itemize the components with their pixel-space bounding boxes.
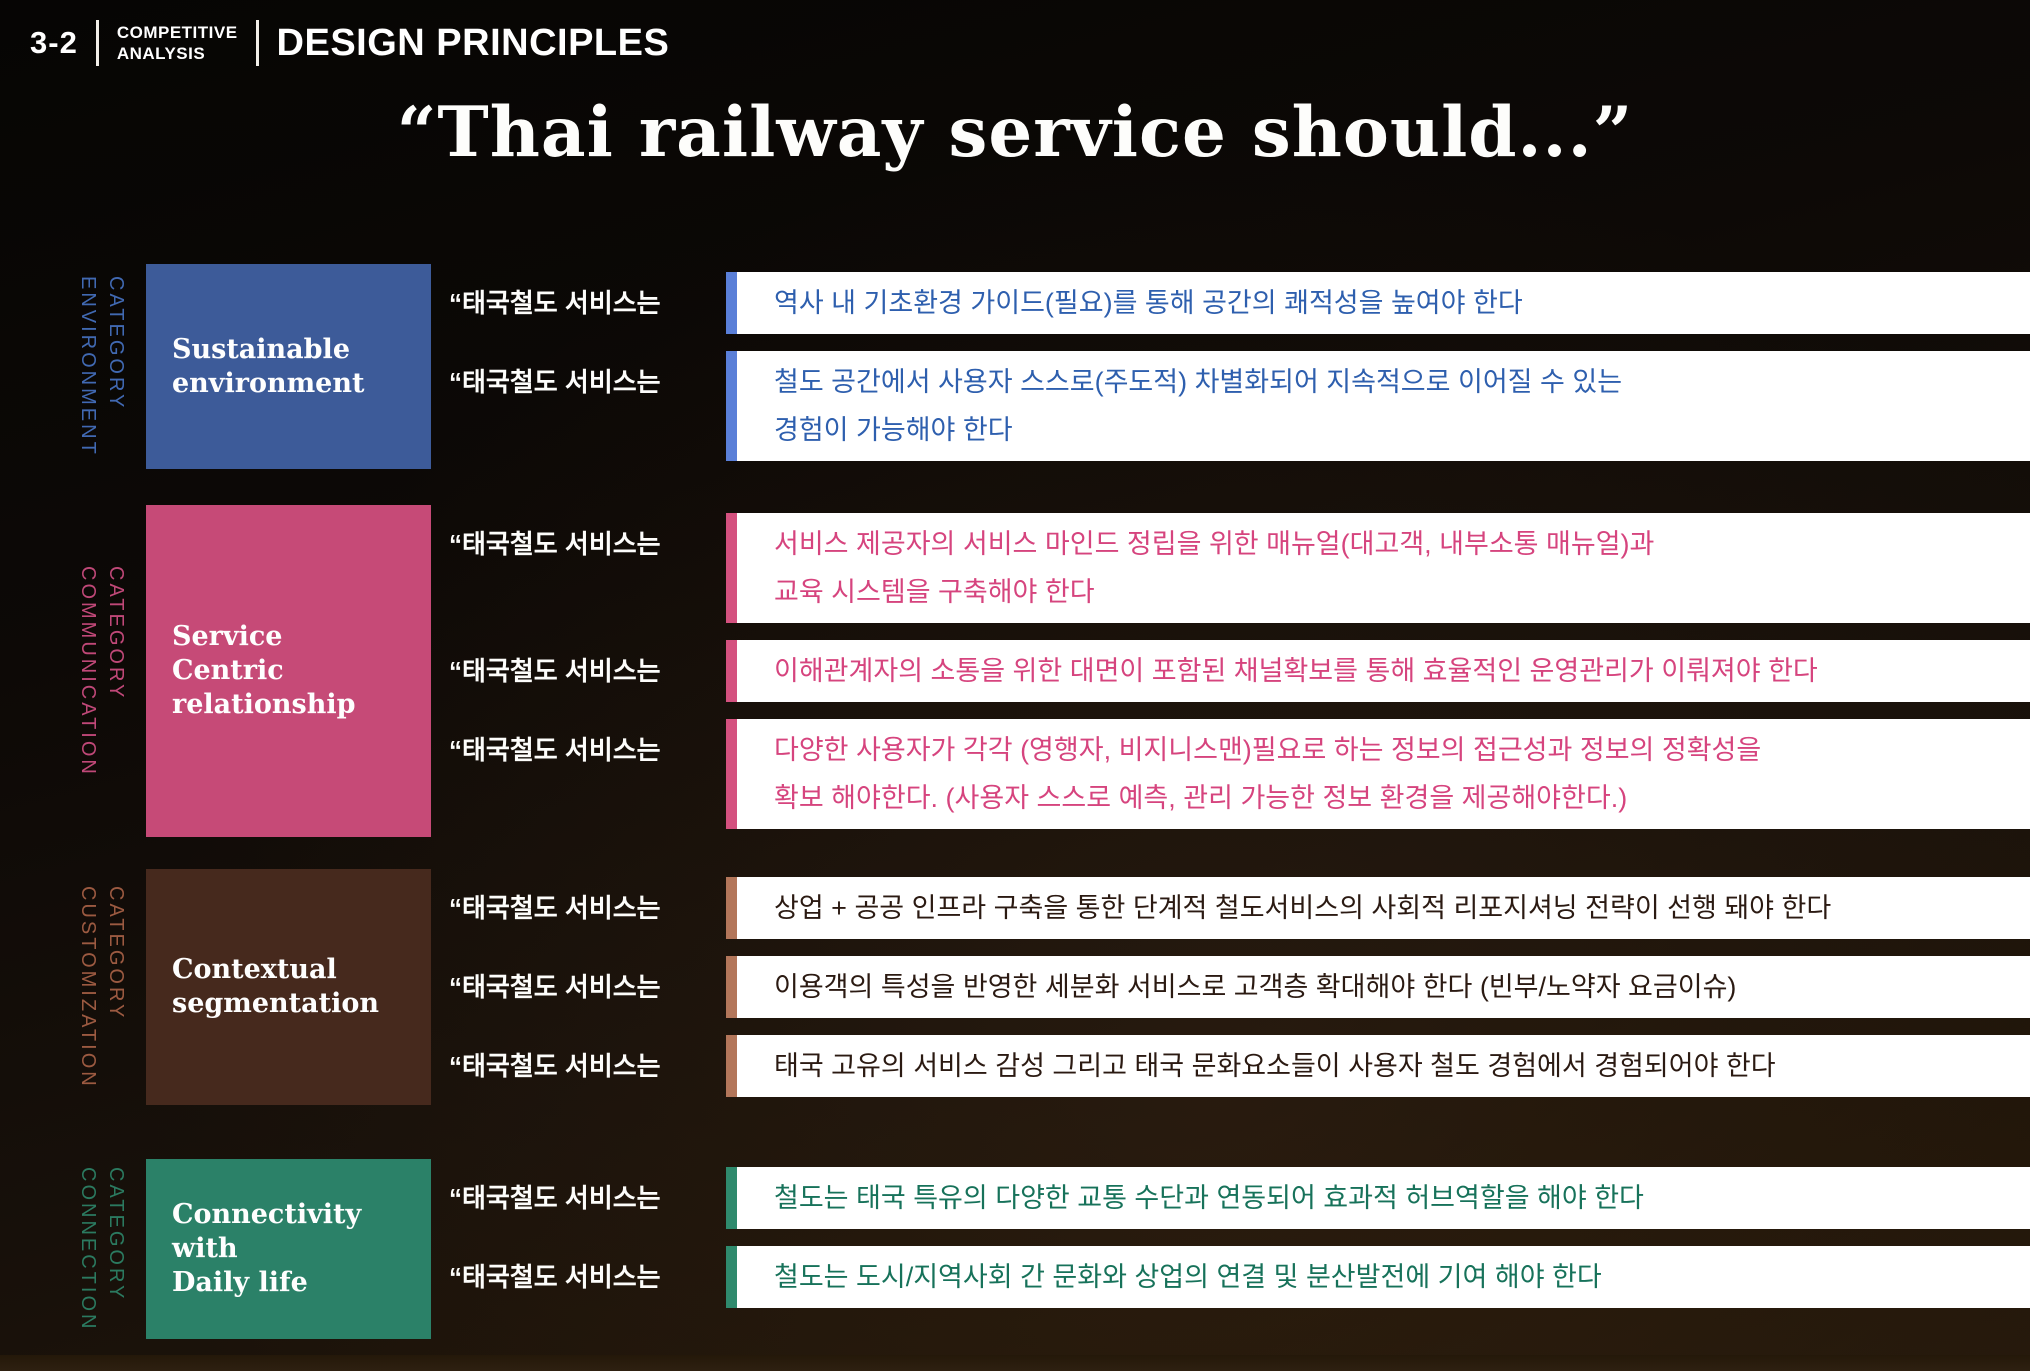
accent-strip bbox=[726, 956, 737, 1018]
header-section-label: COMPETITIVE ANALYSIS bbox=[116, 23, 238, 63]
principle-text: 철도 공간에서 사용자 스스로(주도적) 차별화되어 지속적으로 이어질 수 있… bbox=[774, 367, 1623, 445]
principle-text: 이용객의 특성을 반영한 세분화 서비스로 고객층 확대해야 한다 (빈부/노약… bbox=[774, 972, 1737, 1002]
section-communication: COMMUNICATION CATEGORY Service Centric r… bbox=[0, 505, 2030, 837]
principle-row: “태국철도 서비스는 이해관계자의 소통을 위한 대면이 포함된 채널확보를 통… bbox=[431, 640, 2030, 702]
principle-bar: 이용객의 특성을 반영한 세분화 서비스로 고객층 확대해야 한다 (빈부/노약… bbox=[726, 956, 2030, 1018]
quote-label: “태국철도 서비스는 bbox=[449, 529, 661, 559]
accent-strip bbox=[726, 1246, 737, 1308]
quote-label: “태국철도 서비스는 bbox=[449, 972, 661, 1002]
principle-text: 서비스 제공자의 서비스 마인드 정립을 위한 매뉴얼(대고객, 내부소통 매뉴… bbox=[774, 529, 1655, 607]
principle-row: “태국철도 서비스는 철도 공간에서 사용자 스스로(주도적) 차별화되어 지속… bbox=[431, 351, 2030, 461]
quote-label: “태국철도 서비스는 bbox=[449, 367, 661, 397]
header-divider bbox=[95, 20, 99, 66]
accent-strip bbox=[726, 719, 737, 829]
category-vertical-label-text: ENVIRONMENT CATEGORY bbox=[77, 276, 127, 457]
accent-strip bbox=[726, 351, 737, 461]
bottom-strip bbox=[0, 1355, 2030, 1371]
accent-strip bbox=[726, 640, 737, 702]
principles-list: ENVIRONMENT CATEGORY Sustainable environ… bbox=[0, 264, 2030, 1340]
main-quote-title: “Thai railway service should...” bbox=[396, 92, 1634, 173]
principle-row: “태국철도 서비스는 다양한 사용자가 각각 (영행자, 비지니스맨)필요로 하… bbox=[431, 719, 2030, 829]
category-box-title: Service Centric relationship bbox=[172, 621, 356, 720]
category-vertical-label-text: CUSTOMIZATION CATEGORY bbox=[77, 885, 127, 1089]
principle-text: 다양한 사용자가 각각 (영행자, 비지니스맨)필요로 하는 정보의 접근성과 … bbox=[774, 735, 1762, 813]
quote-label: “태국철도 서비스는 bbox=[449, 893, 661, 923]
header-divider bbox=[255, 20, 259, 66]
principle-bar: 이해관계자의 소통을 위한 대면이 포함된 채널확보를 통해 효율적인 운영관리… bbox=[726, 640, 2030, 702]
principle-text: 철도는 태국 특유의 다양한 교통 수단과 연동되어 효과적 허브역할을 해야 … bbox=[774, 1183, 1644, 1213]
category-vertical-label-text: COMMUNICATION CATEGORY bbox=[77, 565, 127, 777]
principle-row: “태국철도 서비스는 이용객의 특성을 반영한 세분화 서비스로 고객층 확대해… bbox=[431, 956, 2030, 1018]
principle-row: “태국철도 서비스는 태국 고유의 서비스 감성 그리고 태국 문화요소들이 사… bbox=[431, 1035, 2030, 1097]
section-connection: CONNECTION CATEGORY Connectivity with Da… bbox=[0, 1159, 2030, 1340]
page-title: DESIGN PRINCIPLES bbox=[276, 21, 670, 64]
quote-label: “태국철도 서비스는 bbox=[449, 1183, 661, 1213]
slide-index: 3-2 bbox=[30, 25, 78, 60]
principle-bar: 철도 공간에서 사용자 스스로(주도적) 차별화되어 지속적으로 이어질 수 있… bbox=[726, 351, 2030, 461]
principle-bar: 철도는 도시/지역사회 간 문화와 상업의 연결 및 분산발전에 기여 해야 한… bbox=[726, 1246, 2030, 1308]
principle-row: “태국철도 서비스는 상업 + 공공 인프라 구축을 통한 단계적 철도서비스의… bbox=[431, 877, 2030, 939]
principle-row: “태국철도 서비스는 철도는 태국 특유의 다양한 교통 수단과 연동되어 효과… bbox=[431, 1167, 2030, 1229]
section-environment: ENVIRONMENT CATEGORY Sustainable environ… bbox=[0, 264, 2030, 469]
slide-header: 3-2 COMPETITIVE ANALYSIS DESIGN PRINCIPL… bbox=[30, 20, 669, 66]
principle-bar: 상업 + 공공 인프라 구축을 통한 단계적 철도서비스의 사회적 리포지셔닝 … bbox=[726, 877, 2030, 939]
principle-row: “태국철도 서비스는 역사 내 기초환경 가이드(필요)를 통해 공간의 쾌적성… bbox=[431, 272, 2030, 334]
principle-rows: “태국철도 서비스는 철도는 태국 특유의 다양한 교통 수단과 연동되어 효과… bbox=[431, 1167, 2030, 1331]
accent-strip bbox=[726, 1035, 737, 1097]
accent-strip bbox=[726, 513, 737, 623]
category-vertical-label: CUSTOMIZATION CATEGORY bbox=[58, 877, 146, 1097]
category-box-customization: Contextual segmentation bbox=[146, 869, 431, 1105]
principle-bar: 다양한 사용자가 각각 (영행자, 비지니스맨)필요로 하는 정보의 접근성과 … bbox=[726, 719, 2030, 829]
category-box-environment: Sustainable environment bbox=[146, 264, 431, 469]
principle-rows: “태국철도 서비스는 상업 + 공공 인프라 구축을 통한 단계적 철도서비스의… bbox=[431, 877, 2030, 1097]
section-customization: CUSTOMIZATION CATEGORY Contextual segmen… bbox=[0, 869, 2030, 1105]
principle-row: “태국철도 서비스는 철도는 도시/지역사회 간 문화와 상업의 연결 및 분산… bbox=[431, 1246, 2030, 1308]
quote-label: “태국철도 서비스는 bbox=[449, 288, 661, 318]
principle-rows: “태국철도 서비스는 역사 내 기초환경 가이드(필요)를 통해 공간의 쾌적성… bbox=[431, 272, 2030, 461]
principle-text: 철도는 도시/지역사회 간 문화와 상업의 연결 및 분산발전에 기여 해야 한… bbox=[774, 1262, 1602, 1292]
accent-strip bbox=[726, 877, 737, 939]
category-box-title: Contextual segmentation bbox=[172, 954, 379, 1019]
principle-bar: 역사 내 기초환경 가이드(필요)를 통해 공간의 쾌적성을 높여야 한다 bbox=[726, 272, 2030, 334]
principle-bar: 서비스 제공자의 서비스 마인드 정립을 위한 매뉴얼(대고객, 내부소통 매뉴… bbox=[726, 513, 2030, 623]
principle-text: 태국 고유의 서비스 감성 그리고 태국 문화요소들이 사용자 철도 경험에서 … bbox=[774, 1051, 1776, 1081]
category-box-connection: Connectivity with Daily life bbox=[146, 1159, 431, 1340]
category-box-title: Sustainable environment bbox=[172, 333, 365, 399]
category-box-communication: Service Centric relationship bbox=[146, 505, 431, 837]
accent-strip bbox=[726, 272, 737, 334]
quote-label: “태국철도 서비스는 bbox=[449, 1051, 661, 1081]
principle-text: 상업 + 공공 인프라 구축을 통한 단계적 철도서비스의 사회적 리포지셔닝 … bbox=[774, 893, 1832, 923]
quote-label: “태국철도 서비스는 bbox=[449, 656, 661, 686]
principle-bar: 철도는 태국 특유의 다양한 교통 수단과 연동되어 효과적 허브역할을 해야 … bbox=[726, 1167, 2030, 1229]
principle-row: “태국철도 서비스는 서비스 제공자의 서비스 마인드 정립을 위한 매뉴얼(대… bbox=[431, 513, 2030, 623]
category-vertical-label-text: CONNECTION CATEGORY bbox=[77, 1167, 127, 1332]
principle-text: 이해관계자의 소통을 위한 대면이 포함된 채널확보를 통해 효율적인 운영관리… bbox=[774, 656, 1818, 686]
quote-label: “태국철도 서비스는 bbox=[449, 735, 661, 765]
principle-rows: “태국철도 서비스는 서비스 제공자의 서비스 마인드 정립을 위한 매뉴얼(대… bbox=[431, 513, 2030, 829]
accent-strip bbox=[726, 1167, 737, 1229]
category-box-title: Connectivity with Daily life bbox=[172, 1199, 362, 1299]
principle-bar: 태국 고유의 서비스 감성 그리고 태국 문화요소들이 사용자 철도 경험에서 … bbox=[726, 1035, 2030, 1097]
category-vertical-label: COMMUNICATION CATEGORY bbox=[58, 513, 146, 829]
quote-label: “태국철도 서비스는 bbox=[449, 1262, 661, 1292]
category-vertical-label: ENVIRONMENT CATEGORY bbox=[58, 272, 146, 461]
category-vertical-label: CONNECTION CATEGORY bbox=[58, 1167, 146, 1331]
principle-text: 역사 내 기초환경 가이드(필요)를 통해 공간의 쾌적성을 높여야 한다 bbox=[774, 288, 1523, 318]
